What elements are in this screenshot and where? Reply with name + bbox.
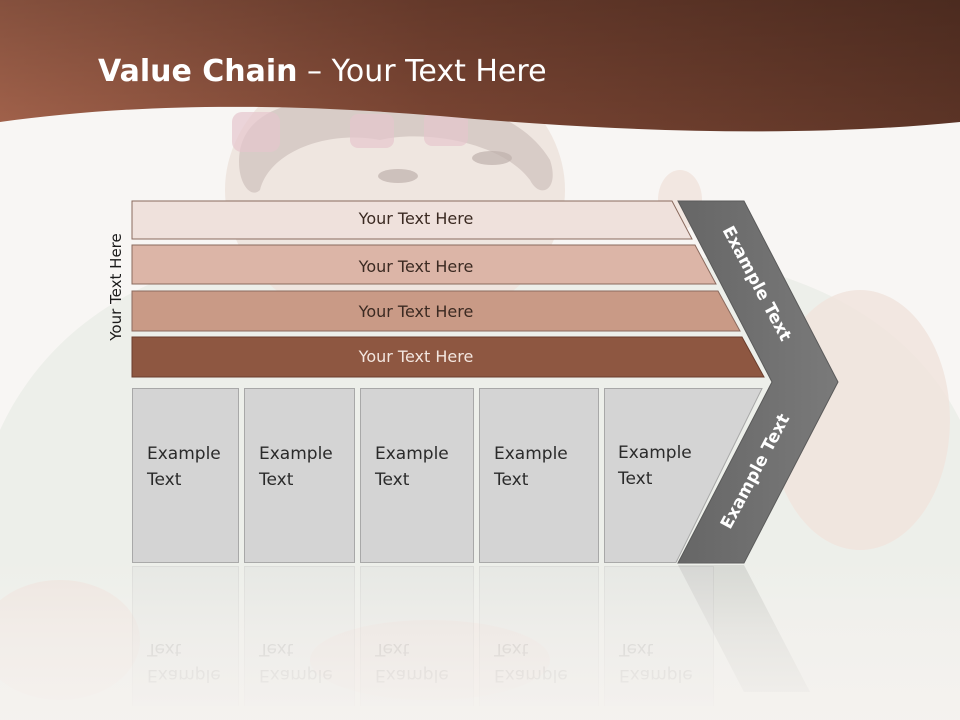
- slide-title: Value Chain – Your Text Here: [98, 54, 547, 89]
- side-label: Your Text Here: [107, 233, 125, 341]
- reflection-fade: [0, 560, 960, 720]
- activity-box-5: Example Text: [604, 388, 764, 563]
- activity-box-3-label: Example Text: [375, 444, 449, 490]
- bar-4: [131, 336, 765, 378]
- activity-box-1-label: Example Text: [147, 444, 221, 490]
- activity-box-5-label: Example Text: [618, 443, 692, 489]
- activity-box-4: Example Text: [479, 388, 599, 563]
- title-rest: – Your Text Here: [297, 54, 547, 89]
- activity-box-3: Example Text: [360, 388, 474, 563]
- bar-4-label: Your Text Here: [358, 347, 474, 366]
- bar-3: [131, 290, 741, 332]
- bar-3-label: Your Text Here: [358, 302, 474, 321]
- activity-box-2-label: Example Text: [259, 444, 333, 490]
- title-bold: Value Chain: [98, 54, 298, 89]
- bar-1-label: Your Text Here: [358, 209, 474, 228]
- bar-1: [131, 200, 693, 240]
- bar-2-label: Your Text Here: [358, 257, 474, 276]
- activity-box-2: Example Text: [244, 388, 355, 563]
- activity-box-4-label: Example Text: [494, 444, 568, 490]
- header-band: [0, 0, 960, 132]
- bar-2: [131, 244, 717, 285]
- activity-box-1: Example Text: [132, 388, 239, 563]
